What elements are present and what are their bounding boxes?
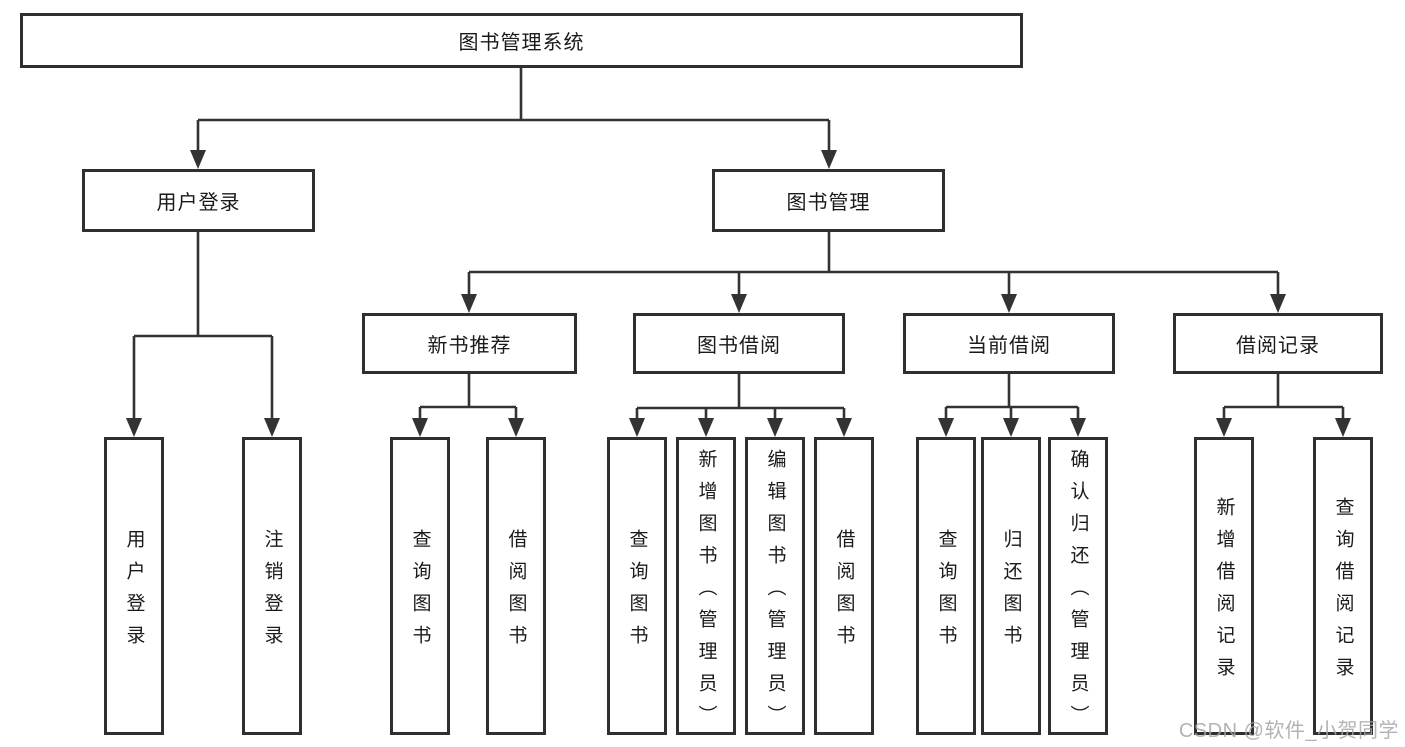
node-borrow-records: 借阅记录 — [1173, 313, 1383, 374]
node-user-login: 用户登录 — [82, 169, 315, 232]
watermark: CSDN @软件_小贺同学 — [1178, 720, 1399, 742]
connector-borrow-records-children — [1222, 374, 1345, 420]
leaf-new-books-borrow-label: 借阅图书 — [505, 528, 527, 657]
leaf-new-books-query-label: 查询图书 — [409, 528, 431, 657]
leaf-add-record: 新增借阅记录 — [1194, 437, 1254, 735]
leaf-logout-label: 注销登录 — [261, 528, 283, 657]
arrowhead — [629, 418, 645, 437]
leaf-borrow-query: 查询图书 — [607, 437, 667, 735]
leaf-logout: 注销登录 — [242, 437, 302, 735]
node-new-books-label: 新书推荐 — [427, 335, 512, 357]
node-book-borrow: 图书借阅 — [633, 313, 845, 374]
arrowhead — [836, 418, 852, 437]
arrowhead — [190, 150, 206, 169]
leaf-return-book: 归还图书 — [981, 437, 1041, 735]
node-book-mgmt-label: 图书管理 — [786, 192, 871, 214]
node-book-borrow-label: 图书借阅 — [697, 335, 781, 357]
leaf-add-record-label: 新增借阅记录 — [1213, 496, 1235, 689]
leaf-borrow-add-book-label: 新增图书（管理员） — [695, 448, 717, 737]
arrowhead — [412, 418, 428, 437]
arrowhead — [126, 418, 142, 437]
connector-current-borrow-children — [944, 374, 1080, 420]
leaf-user-login: 用户登录 — [104, 437, 164, 735]
leaf-borrow-add-book: 新增图书（管理员） — [676, 437, 736, 737]
arrowhead — [767, 418, 783, 437]
leaf-new-books-query: 查询图书 — [390, 437, 450, 735]
connector-root-to-level2 — [196, 68, 831, 152]
leaf-new-books-borrow: 借阅图书 — [486, 437, 546, 735]
node-root: 图书管理系统 — [20, 13, 1023, 68]
arrowhead — [1001, 294, 1017, 313]
connector-new-books-children — [418, 374, 518, 420]
leaf-query-record-label: 查询借阅记录 — [1332, 496, 1354, 689]
arrowhead — [1335, 418, 1351, 437]
leaf-borrow-book: 借阅图书 — [814, 437, 874, 735]
arrowhead — [698, 418, 714, 437]
leaf-current-query-label: 查询图书 — [935, 528, 957, 657]
node-user-login-label: 用户登录 — [156, 192, 241, 214]
leaf-borrow-book-label: 借阅图书 — [833, 528, 855, 657]
arrowhead — [938, 418, 954, 437]
node-current-borrow: 当前借阅 — [903, 313, 1115, 374]
leaf-borrow-query-label: 查询图书 — [626, 528, 648, 657]
arrowhead — [1003, 418, 1019, 437]
arrowhead — [731, 294, 747, 313]
node-new-books: 新书推荐 — [362, 313, 577, 374]
node-current-borrow-label: 当前借阅 — [967, 335, 1051, 357]
arrowhead — [264, 418, 280, 437]
connector-book-borrow-children — [635, 374, 846, 420]
arrowhead — [1270, 294, 1286, 313]
connector-book-mgmt-children — [467, 232, 1280, 296]
leaf-confirm-return: 确认归还（管理员） — [1048, 437, 1108, 737]
node-borrow-records-label: 借阅记录 — [1236, 335, 1320, 357]
arrowhead — [461, 294, 477, 313]
arrowhead — [1070, 418, 1086, 437]
leaf-borrow-edit-book: 编辑图书（管理员） — [745, 437, 805, 737]
leaf-current-query: 查询图书 — [916, 437, 976, 735]
leaf-return-book-label: 归还图书 — [1000, 528, 1022, 657]
arrowhead — [821, 150, 837, 169]
arrowhead — [508, 418, 524, 437]
arrowhead — [1216, 418, 1232, 437]
node-root-label: 图书管理系统 — [458, 32, 585, 54]
leaf-borrow-edit-book-label: 编辑图书（管理员） — [764, 448, 786, 737]
leaf-user-login-label: 用户登录 — [123, 528, 145, 657]
connector-user-login-children — [132, 232, 274, 420]
leaf-confirm-return-label: 确认归还（管理员） — [1067, 448, 1089, 737]
leaf-query-record: 查询借阅记录 — [1313, 437, 1373, 735]
node-book-mgmt: 图书管理 — [712, 169, 945, 232]
